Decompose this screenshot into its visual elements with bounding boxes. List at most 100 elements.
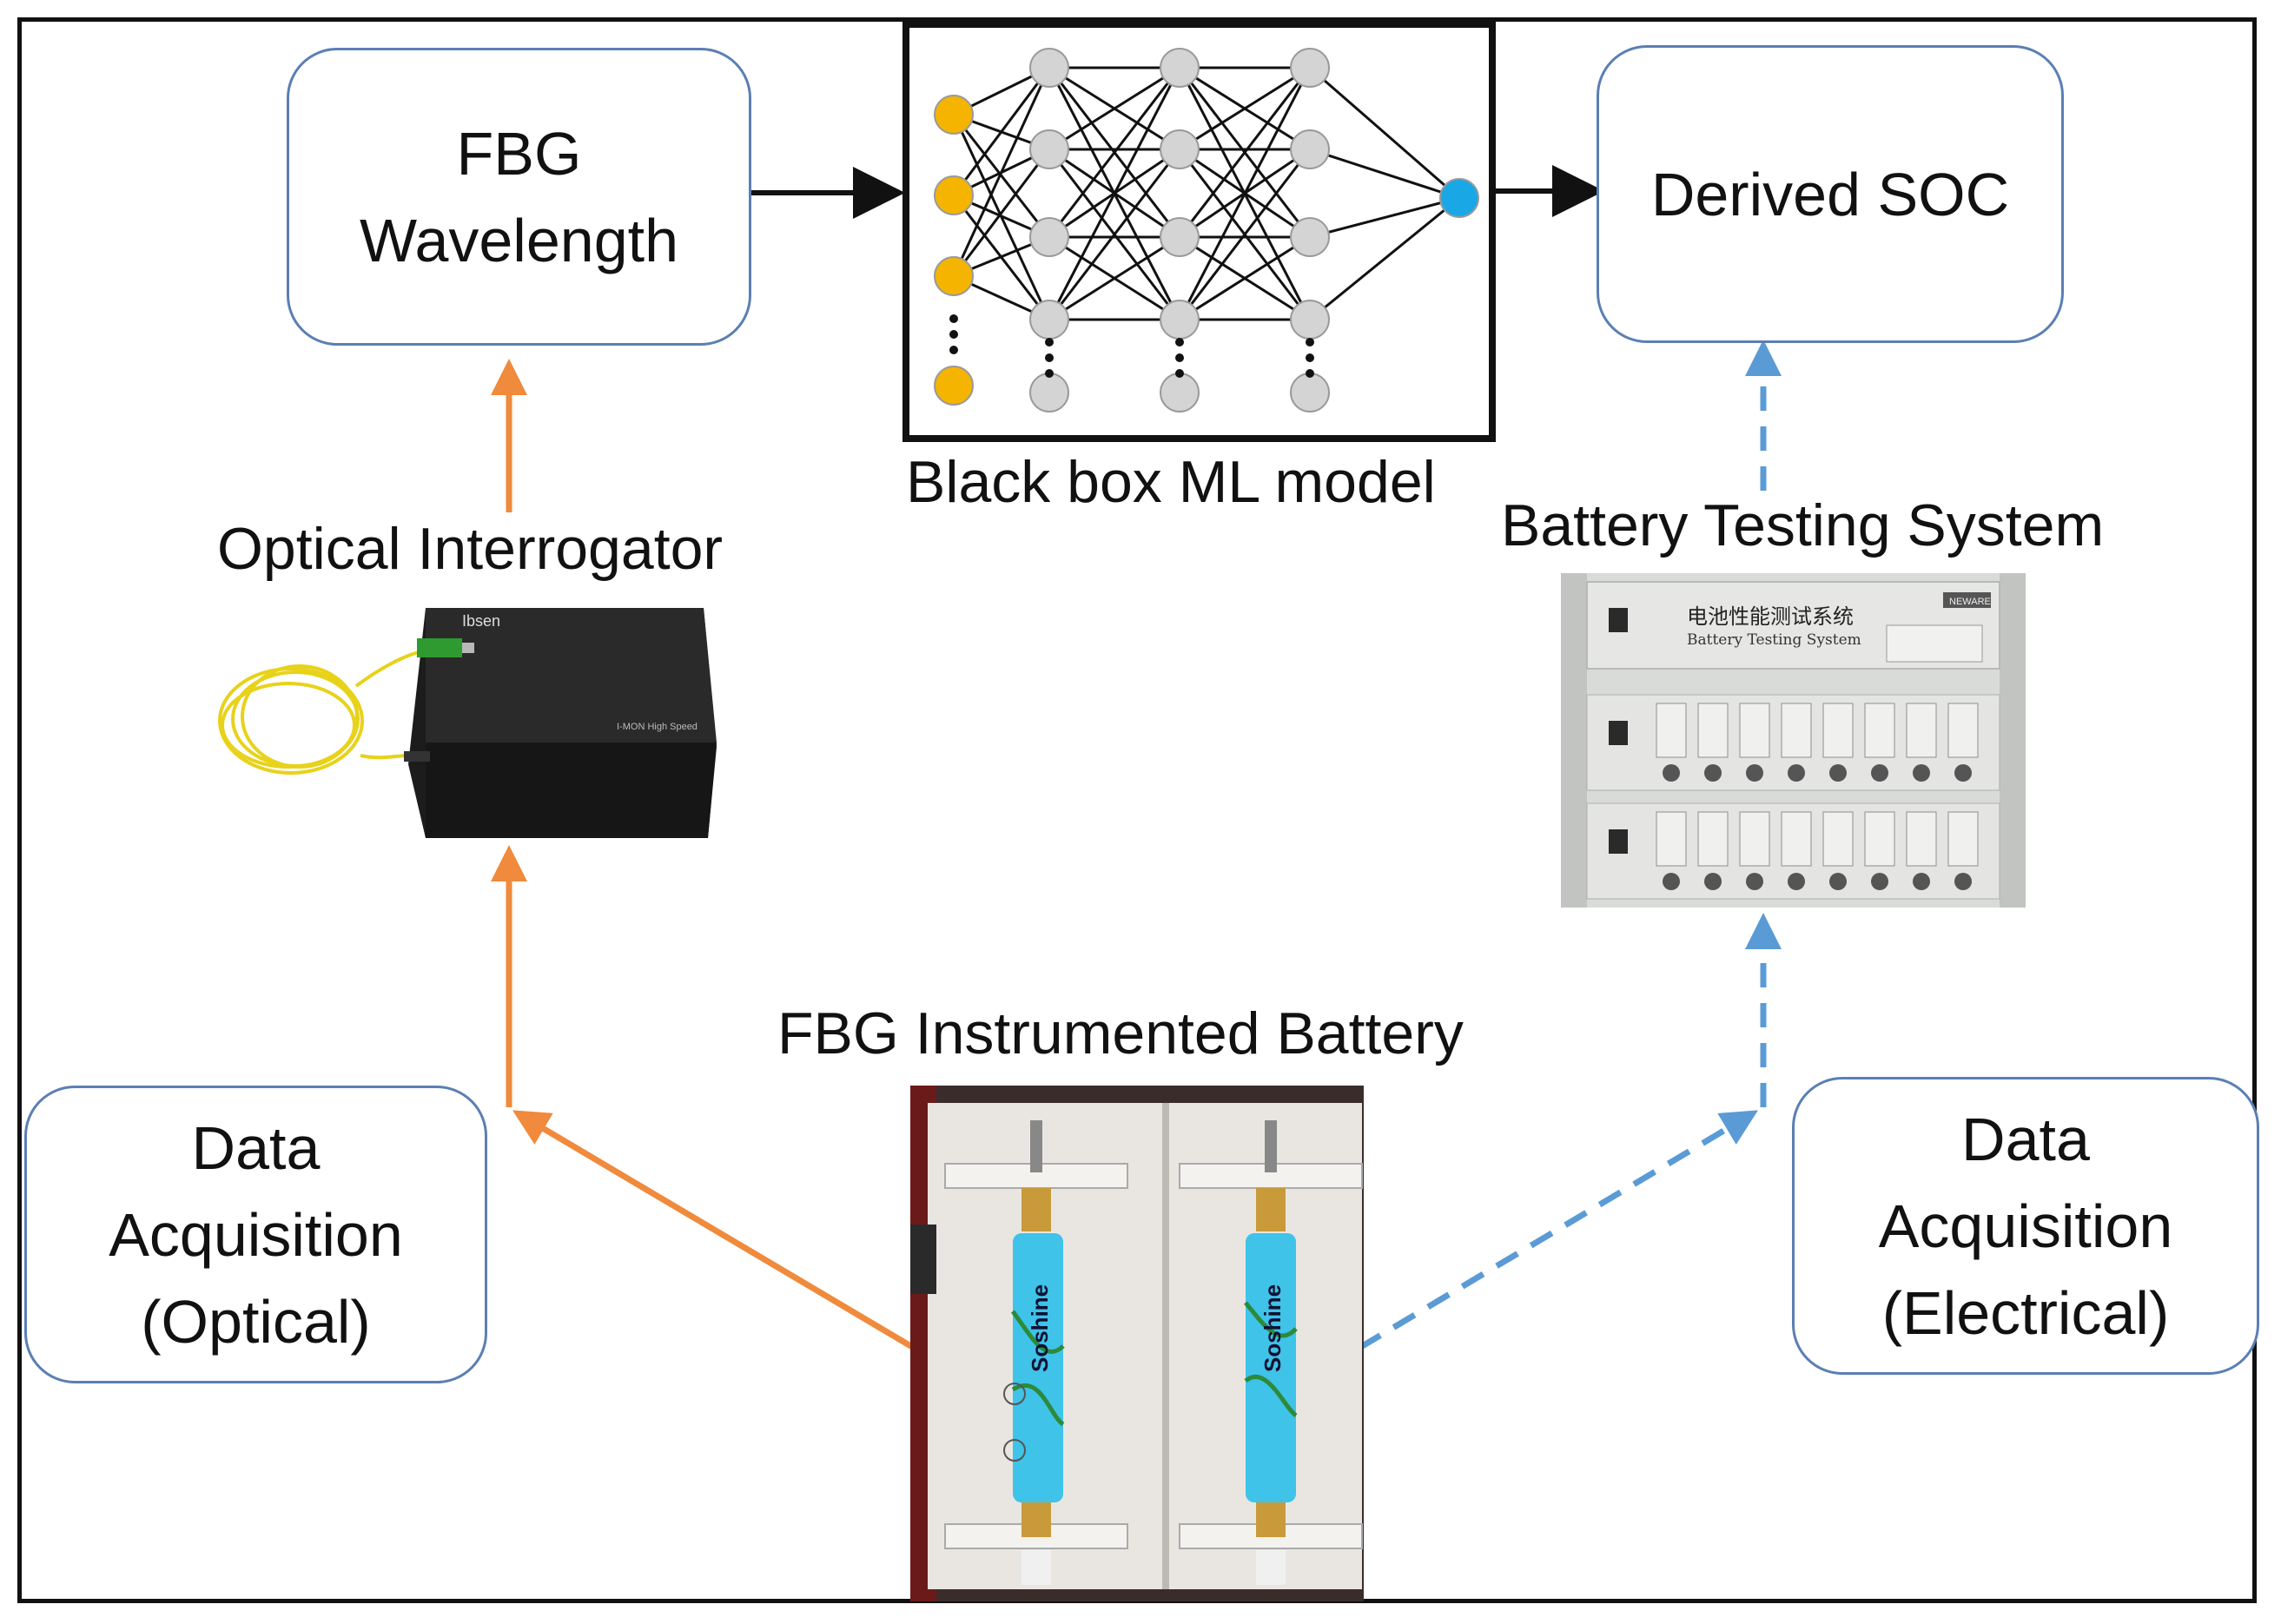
bts-channel-slot — [1906, 811, 1937, 867]
nn-nodes — [934, 48, 1479, 413]
nn-input-node — [934, 95, 974, 135]
nn-output-node — [1439, 178, 1479, 218]
ml-model-label: Black box ML model — [906, 449, 1436, 515]
daq-electrical-line2: Acquisition — [1878, 1192, 2173, 1260]
bts-channel-connector — [1746, 764, 1763, 782]
bts-channel-connector — [1954, 764, 1972, 782]
bts-channel-connector — [1788, 764, 1805, 782]
nn-hidden-node — [1029, 217, 1069, 257]
right-cell — [1246, 1233, 1296, 1502]
daq-electrical-line1: Data — [1961, 1105, 2090, 1173]
nn-hidden-node — [1290, 300, 1330, 340]
daq-electrical-line3: (Electrical) — [1881, 1278, 2170, 1347]
bts-channel-connector — [1954, 873, 1972, 890]
nn-ellipsis-dot — [1306, 338, 1314, 347]
bts-channel-slot — [1864, 703, 1895, 758]
fiber-coil — [218, 650, 426, 775]
nn-ellipsis-dot — [1175, 338, 1184, 347]
nn-input-node — [934, 366, 974, 406]
nn-ellipsis-dot — [1045, 369, 1054, 378]
nn-hidden-node — [1160, 129, 1200, 169]
bts-channel-slot — [1656, 811, 1687, 867]
fbg-wavelength-line1: FBG — [456, 119, 582, 188]
nn-edge — [1309, 196, 1460, 321]
nn-ellipsis-dot — [1175, 369, 1184, 378]
nn-ellipsis-dot — [949, 330, 958, 339]
nn-hidden-node — [1160, 48, 1200, 88]
bts-channel-connector — [1663, 764, 1680, 782]
nn-hidden-node — [1290, 217, 1330, 257]
fbg-battery-label: FBG Instrumented Battery — [777, 1000, 1464, 1066]
bts-brand: NEWARE — [1949, 597, 1991, 607]
nn-ellipsis-dot — [1175, 353, 1184, 362]
bts-channel-slot — [1864, 811, 1895, 867]
battery-testing-label: Battery Testing System — [1501, 492, 2105, 558]
bts-channel-slot — [1656, 703, 1687, 758]
daq-optical-line2: Acquisition — [109, 1200, 403, 1269]
nn-edge — [1048, 66, 1180, 151]
nn-ellipsis-dot — [1306, 353, 1314, 362]
interrogator-model: I-MON High Speed — [617, 722, 698, 732]
nn-edge — [1048, 149, 1181, 320]
nn-edge — [1309, 148, 1460, 200]
nn-edge — [1178, 67, 1312, 320]
nn-input-node — [934, 175, 974, 215]
bts-channel-connector — [1663, 873, 1680, 890]
bts-channel-slot — [1822, 811, 1854, 867]
fbg-wavelength-line2: Wavelength — [359, 206, 679, 274]
bts-channel-connector — [1704, 764, 1722, 782]
nn-hidden-node — [1029, 48, 1069, 88]
nn-edge — [1179, 235, 1311, 321]
nn-hidden-node — [1290, 48, 1330, 88]
nn-ellipsis-dot — [1045, 353, 1054, 362]
nn-ellipsis-dot — [949, 314, 958, 323]
bts-channel-slot — [1947, 703, 1979, 758]
nn-edge — [1309, 196, 1460, 239]
nn-edge — [1048, 67, 1181, 238]
daq-optical-line3: (Optical) — [141, 1287, 371, 1356]
left-cell — [1013, 1233, 1063, 1502]
bts-title-cn: 电池性能测试系统 — [1687, 604, 1854, 629]
nn-hidden-node — [1029, 373, 1069, 413]
fbg-wavelength-box: FBG Wavelength — [287, 48, 751, 346]
interrogator-label: Optical Interrogator — [217, 516, 724, 582]
derived-soc-box: Derived SOC — [1597, 45, 2064, 343]
bts-channel-slot — [1822, 703, 1854, 758]
bts-channel-slot — [1781, 703, 1812, 758]
daq-optical-line1: Data — [191, 1113, 321, 1182]
nn-hidden-node — [1029, 300, 1069, 340]
electrical-path — [1358, 340, 1782, 1351]
nn-edge — [1179, 66, 1311, 151]
fbg-battery-photo: Soshine Soshine — [910, 1086, 1364, 1601]
nn-edge — [952, 114, 1051, 238]
ml-model-box — [902, 21, 1496, 442]
nn-edge — [1309, 66, 1460, 200]
nn-ellipsis-dot — [949, 346, 958, 354]
bts-channel-connector — [1871, 764, 1888, 782]
interrogator-brand: Ibsen — [462, 612, 500, 630]
nn-hidden-node — [1160, 373, 1200, 413]
bts-power-switch — [1609, 829, 1628, 854]
bts-channel-connector — [1913, 873, 1930, 890]
fiber-connector — [417, 638, 462, 657]
nn-edge — [1048, 67, 1181, 320]
bts-channel-connector — [1871, 873, 1888, 890]
nn-input-node — [934, 256, 974, 296]
nn-edge — [1178, 149, 1312, 320]
bts-channel-slot — [1739, 703, 1770, 758]
left-cell-brand: Soshine — [1027, 1284, 1053, 1372]
battery-testing-photo: 电池性能测试系统 Battery Testing System NEWARE — [1561, 573, 2026, 908]
daq-optical-box: Data Acquisition (Optical) — [24, 1086, 487, 1383]
optical-path — [491, 359, 916, 1351]
nn-edge — [1178, 67, 1312, 238]
nn-ellipsis-dot — [1306, 369, 1314, 378]
nn-edge — [952, 67, 1051, 196]
nn-edge — [952, 149, 1051, 277]
bts-channel-slot — [1947, 811, 1979, 867]
nn-hidden-node — [1290, 373, 1330, 413]
bts-channel-connector — [1704, 873, 1722, 890]
bts-channel-connector — [1913, 764, 1930, 782]
nn-hidden-node — [1029, 129, 1069, 169]
bts-channel-slot — [1906, 703, 1937, 758]
